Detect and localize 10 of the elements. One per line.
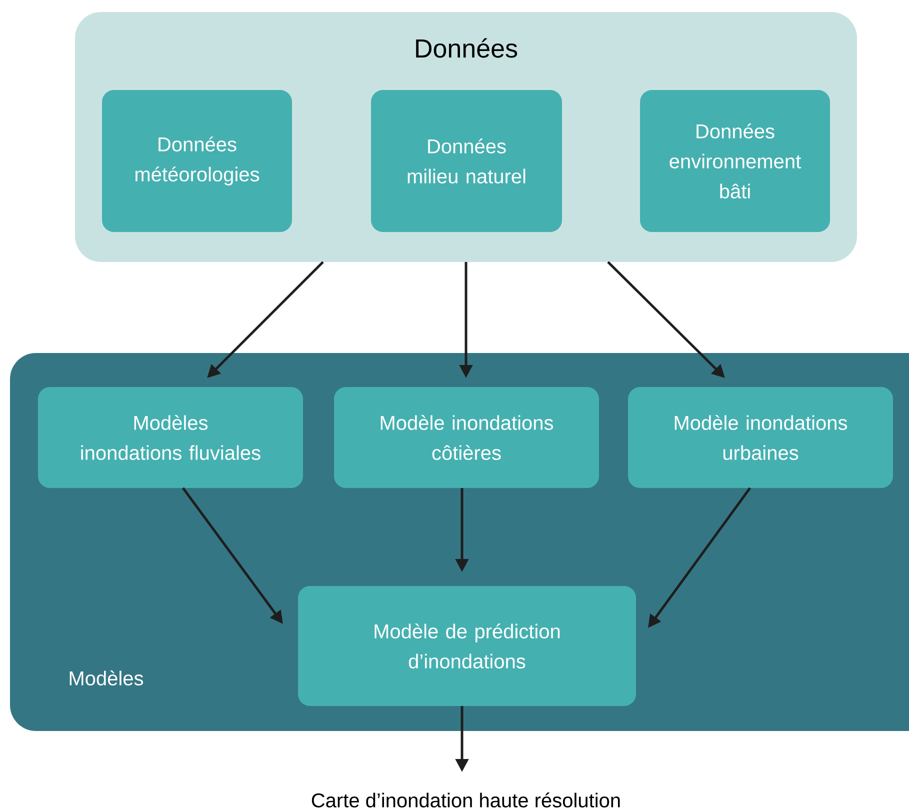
process-box: Modèle inondations urbaines [628, 387, 894, 488]
output-text: Carte d’inondation haute résolution [312, 792, 620, 808]
process-box: Modèles inondations fluviales [38, 387, 303, 488]
process-box: Données milieu naturel [371, 90, 562, 232]
process-box: Données environnement bâti [640, 90, 830, 232]
process-box: Modèle de prédiction d’inondations [298, 586, 636, 706]
process-box: Modèle inondations côtières [334, 387, 599, 488]
panel-label: Modèles [70, 670, 144, 686]
process-box: Données météorologies [102, 90, 292, 232]
panel-heading: Données [416, 38, 518, 58]
